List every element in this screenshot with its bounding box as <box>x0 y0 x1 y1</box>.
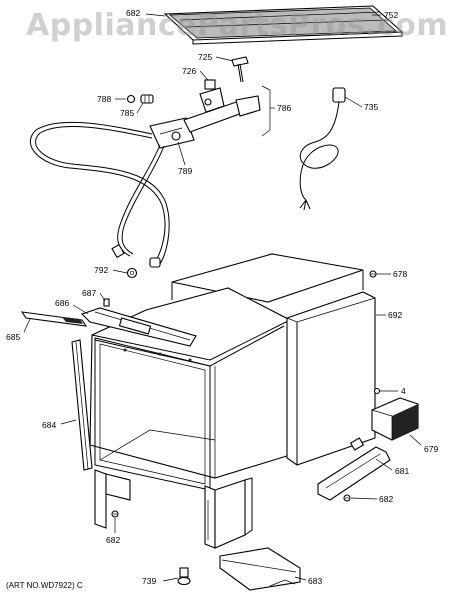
fitting-part-785[interactable] <box>140 94 154 104</box>
callout-682-bottom: 682 <box>106 535 120 545</box>
callout-785: 785 <box>120 108 134 118</box>
callout-735: 735 <box>364 102 378 112</box>
callout-685: 685 <box>6 332 20 342</box>
nut-part-792[interactable] <box>126 267 138 279</box>
callout-labels: 752 682 725 726 786 788 785 735 789 792 … <box>6 8 438 586</box>
callout-792: 792 <box>94 265 108 275</box>
leveling-leg-part-739[interactable] <box>177 567 191 586</box>
callout-725: 725 <box>198 52 212 62</box>
callout-681: 681 <box>395 466 409 476</box>
callout-789: 789 <box>178 166 192 176</box>
callout-726: 726 <box>182 66 196 76</box>
base-frame[interactable] <box>94 469 253 549</box>
toe-panel-part-683[interactable] <box>219 547 301 591</box>
screw-part-682-right[interactable] <box>343 494 351 502</box>
callout-692: 692 <box>388 310 402 320</box>
callout-788: 788 <box>97 94 111 104</box>
drain-hose[interactable] <box>29 121 170 268</box>
callout-679: 679 <box>424 444 438 454</box>
screw-part-678[interactable] <box>369 270 377 278</box>
screw-part-682-left[interactable] <box>111 510 119 518</box>
clip-part-687[interactable] <box>103 298 110 307</box>
clip-part-726[interactable] <box>204 79 216 90</box>
leader-lines <box>23 13 422 582</box>
callout-683: 683 <box>308 576 322 586</box>
strip-part-685[interactable] <box>20 311 88 327</box>
callout-752: 752 <box>384 10 398 20</box>
callout-4: 4 <box>401 386 406 396</box>
callout-686: 686 <box>55 298 69 308</box>
leg-part-679[interactable] <box>371 397 419 441</box>
callout-687: 687 <box>82 288 96 298</box>
vent-part-686[interactable] <box>80 307 197 347</box>
tub-assembly[interactable] <box>89 253 364 491</box>
screw-part-4[interactable] <box>373 387 381 395</box>
top-panel-part-752[interactable] <box>163 5 404 45</box>
screw-part-725[interactable] <box>231 56 249 83</box>
rail-part-681[interactable] <box>317 437 391 501</box>
callout-682-top: 682 <box>126 8 140 18</box>
watermark-text: AppliancePartsPros.com <box>26 8 449 43</box>
callout-684: 684 <box>42 420 56 430</box>
callout-739: 739 <box>142 576 156 586</box>
callout-682-right: 682 <box>379 494 393 504</box>
o-ring-part-788[interactable] <box>126 94 136 104</box>
side-panel-part-692[interactable] <box>286 291 376 466</box>
power-cord-part-735[interactable] <box>299 87 346 211</box>
door-gasket-part-684[interactable] <box>71 339 93 471</box>
art-number: (ART NO.WD7922) C <box>6 581 83 590</box>
fill-valve-assembly-part-789[interactable] <box>149 87 261 149</box>
callout-678: 678 <box>393 269 407 279</box>
callout-786: 786 <box>277 103 291 113</box>
